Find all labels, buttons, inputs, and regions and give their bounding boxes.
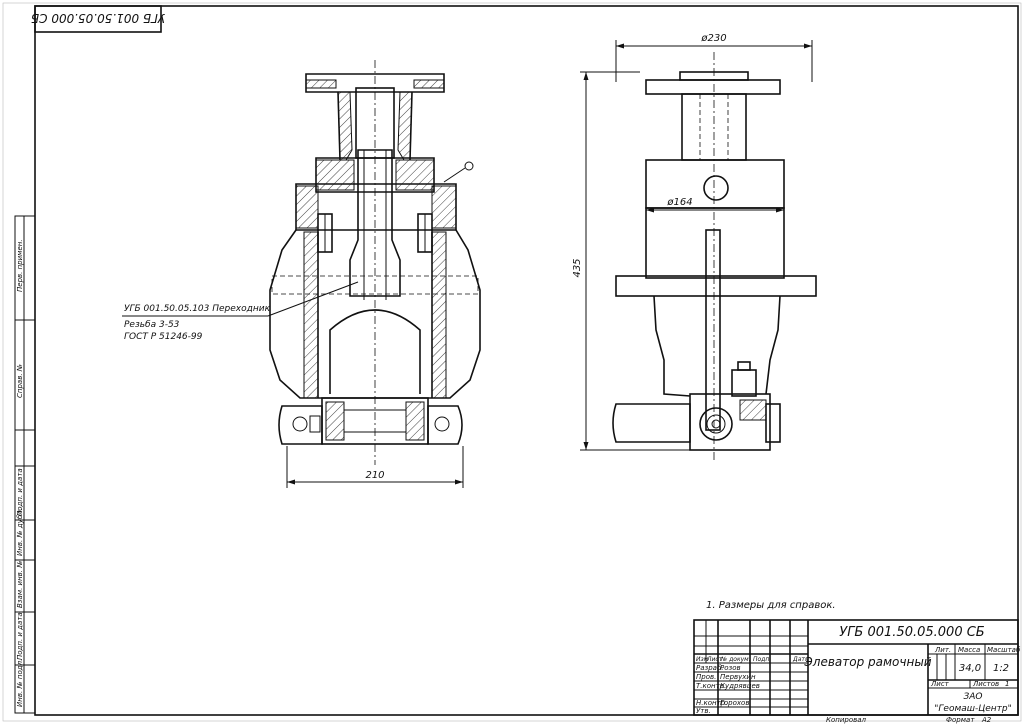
tb-mass-label: Масса	[958, 646, 980, 654]
tb-person-tcontrol: Кудрявцев	[720, 682, 760, 690]
tb-sheets-count: 1	[1005, 680, 1009, 688]
side-view	[580, 40, 817, 460]
tb-col-sheet: Лист	[706, 656, 723, 663]
tb-name: Элеватор рамочный	[803, 655, 931, 669]
top-code-text: УГБ 001.50.05.000 СБ	[31, 11, 165, 25]
tb-sheets-label: Листов	[972, 680, 999, 688]
section-callout-thread: Резьба 3-53	[124, 320, 180, 330]
tb-role-ncontrol: Н.контр.	[696, 699, 727, 707]
tb-designation: УГБ 001.50.05.000 СБ	[839, 625, 985, 640]
drawing-frame	[34, 5, 1019, 716]
margin-label-sign-date-2: Подп. и дата	[16, 468, 24, 516]
margin-label-replace-inv: Взам. инв. №	[16, 560, 24, 608]
section-callout-part: УГБ 001.50.05.103 Переходник	[124, 304, 271, 314]
tb-copied-label: Копировал	[826, 716, 867, 724]
section-dim-width: 210	[365, 470, 384, 481]
tb-col-date: Дата	[792, 656, 809, 663]
section-callout-gost: ГОСТ Р 51246-99	[124, 332, 203, 342]
tb-sheet-label: Лист	[930, 680, 950, 688]
tb-scale-value: 1:2	[993, 663, 1009, 674]
tb-format-label: Формат	[946, 716, 975, 724]
section-view	[122, 60, 481, 488]
tb-person-ncontrol: Горохов	[720, 699, 749, 707]
tb-col-sign: Подп.	[753, 656, 771, 663]
tb-scale-label: Масштаб	[987, 646, 1021, 654]
margin-label-sign-date-1: Подп. и дата	[16, 612, 24, 660]
title-block	[693, 619, 1019, 716]
tb-lit-label: Лит.	[934, 646, 951, 654]
top-code-box: УГБ 001.50.05.000 СБ	[31, 5, 165, 33]
side-dim-height: 435	[572, 258, 583, 277]
tb-role-approved: Утв.	[696, 707, 711, 715]
margin-label-dup-inv: Инв. № дубл.	[16, 508, 24, 556]
margin-label-ref: Справ. №	[16, 364, 24, 398]
margin-label-inv: Инв. № подл.	[16, 659, 24, 707]
tb-company-name: "Геомаш-Центр"	[934, 704, 1012, 714]
tb-mass-value: 34,0	[959, 663, 981, 674]
tb-person-checker: Первухин	[720, 673, 756, 681]
tb-role-checker: Пров.	[696, 673, 716, 681]
tb-col-docnum: № докум.	[720, 656, 751, 663]
tb-role-tcontrol: Т.контр.	[696, 682, 726, 690]
side-dim-body-diameter: ø164	[666, 197, 692, 208]
tb-role-developer: Разраб.	[696, 664, 724, 672]
margin-label-first-use: Перв. примен.	[16, 239, 24, 292]
tb-person-developer: Розов	[720, 664, 741, 672]
tb-format-value: А2	[981, 716, 992, 724]
tb-col-change: Изм	[696, 656, 709, 663]
tb-company: ЗАО	[963, 692, 982, 702]
drawing-note: 1. Размеры для справок.	[706, 600, 836, 611]
left-margin: Инв. № подл. Подп. и дата Взам. инв. № И…	[14, 215, 36, 714]
side-dim-top-diameter: ø230	[700, 33, 726, 44]
